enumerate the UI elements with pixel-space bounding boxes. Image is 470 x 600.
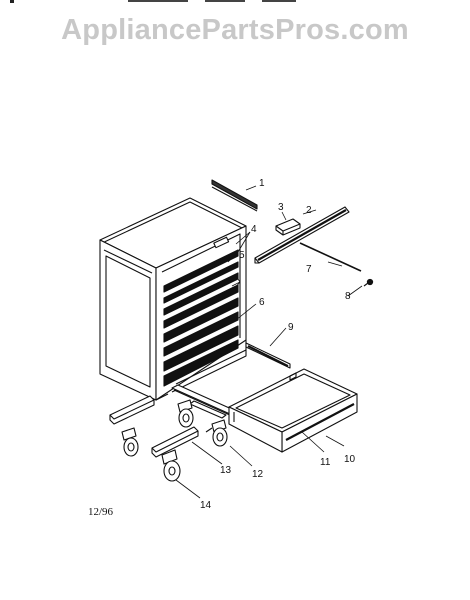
callout-8: 8: [345, 291, 351, 302]
scan-top-marks: [10, 0, 296, 3]
part-13-mounting-plate: [109, 395, 227, 458]
part-7-rod: [299, 242, 362, 272]
callout-12: 12: [252, 469, 264, 480]
part-1-top-trim: [211, 179, 258, 212]
callout-2: 2: [306, 205, 312, 216]
part-2-slide-rail: [254, 206, 350, 264]
callout-9: 9: [288, 322, 294, 333]
callout-7: 7: [306, 264, 312, 275]
date-code: 12/96: [88, 506, 114, 518]
callout-1: 1: [259, 178, 265, 189]
callout-5: 5: [239, 250, 245, 261]
watermark: AppliancePartsPros.com: [61, 14, 409, 46]
callout-14: 14: [200, 500, 212, 511]
part-8-screw: [363, 278, 374, 287]
callout-10: 10: [344, 454, 356, 465]
part-9-lower-slide: [245, 342, 291, 369]
callout-13: 13: [220, 465, 232, 476]
leader-lines: [175, 185, 363, 499]
callout-4: 4: [251, 224, 257, 235]
part-10-drawer: [228, 368, 358, 453]
part-14-caster: [161, 449, 181, 482]
callout-6: 6: [259, 297, 265, 308]
callout-11: 11: [320, 457, 331, 468]
part-12-caster: [121, 399, 228, 457]
callout-labels: 1 2 3 4 5 6 7 8 9 10 11 12 13 14: [200, 178, 356, 511]
cabinet-body: [99, 197, 247, 401]
callout-3: 3: [278, 202, 284, 213]
part-3-bracket: [275, 218, 301, 236]
